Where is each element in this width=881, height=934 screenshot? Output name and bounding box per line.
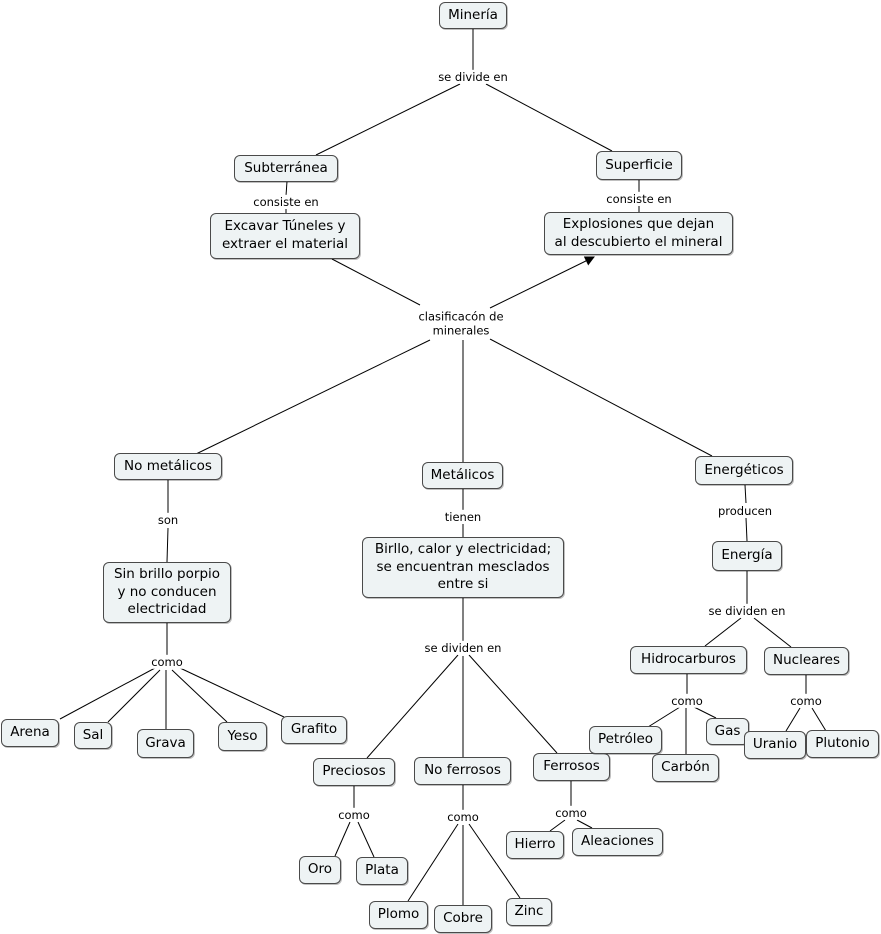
concept-energeticos[interactable]: Energéticos [695, 456, 793, 485]
link-label-como: como [669, 693, 705, 709]
link-line [407, 823, 459, 902]
concept-gas[interactable]: Gas [706, 718, 749, 745]
concept-sin-brillo[interactable]: Sin brillo porpio y no conducen electric… [103, 562, 231, 623]
link-arrow [489, 256, 595, 309]
link-line [166, 527, 169, 563]
link-line [785, 707, 801, 732]
link-label-son: son [155, 512, 181, 528]
link-line [179, 667, 285, 718]
concept-metalicos[interactable]: Metálicos [422, 462, 503, 489]
link-line [468, 823, 521, 899]
concept-arena[interactable]: Arena [1, 719, 59, 747]
link-line [744, 484, 747, 504]
link-label-como: como [149, 654, 185, 670]
link-line [485, 83, 613, 152]
link-line [366, 654, 459, 759]
link-line [549, 819, 566, 832]
link-label-se-dividen-en: se dividen en [422, 640, 504, 656]
link-label-como: como [336, 807, 372, 823]
link-line [647, 706, 681, 728]
concept-hierro[interactable]: Hierro [506, 831, 564, 859]
concept-excavar-tuneles[interactable]: Excavar Túneles y extraer el material [210, 213, 360, 259]
link-line [107, 669, 161, 723]
link-label-consiste-en: consiste en [251, 194, 321, 210]
link-line [357, 821, 375, 858]
concept-petroleo[interactable]: Petróleo [589, 726, 662, 754]
link-label-producen: producen [715, 503, 775, 519]
link-label-como: como [553, 805, 589, 821]
concept-grafito[interactable]: Grafito [281, 716, 347, 744]
concept-hidrocarburos[interactable]: Hidrocarburos [630, 646, 747, 674]
link-line [489, 338, 713, 457]
link-line [171, 669, 228, 723]
concept-plutonio[interactable]: Plutonio [806, 730, 879, 758]
concept-energia[interactable]: Energía [712, 541, 782, 571]
link-label-como: como [788, 693, 824, 709]
concept-plata[interactable]: Plata [356, 857, 408, 885]
concept-sal[interactable]: Sal [74, 722, 112, 749]
concept-uranio[interactable]: Uranio [744, 731, 806, 759]
concept-no-metalicos[interactable]: No metálicos [114, 453, 222, 480]
concept-superficie[interactable]: Superficie [596, 151, 682, 180]
link-label-clasificacion: clasificacón de minerales [416, 309, 506, 339]
link-label-como: como [445, 809, 481, 825]
link-line [195, 339, 431, 455]
concept-mineria[interactable]: Minería [439, 2, 507, 29]
link-line [811, 707, 827, 732]
link-line [576, 819, 593, 829]
concept-cobre[interactable]: Cobre [434, 905, 492, 933]
link-line [315, 83, 461, 156]
link-line [285, 180, 288, 197]
concept-grava[interactable]: Grava [137, 729, 194, 758]
link-label-consiste-en: consiste en [604, 191, 674, 207]
link-label-tienen: tienen [442, 509, 484, 525]
link-line [334, 821, 351, 857]
concept-aleaciones[interactable]: Aleaciones [572, 828, 663, 856]
concept-nucleares[interactable]: Nucleares [764, 647, 849, 675]
concept-birllo-calor[interactable]: Birllo, calor y electricidad; se encuent… [362, 537, 564, 598]
concept-preciosos[interactable]: Preciosos [313, 758, 395, 786]
link-label-se-dividen-en: se dividen en [706, 603, 788, 619]
concept-zinc[interactable]: Zinc [506, 898, 552, 926]
link-line [468, 654, 558, 754]
concept-ferrosos[interactable]: Ferrosos [533, 753, 610, 781]
concept-plomo[interactable]: Plomo [369, 901, 428, 929]
link-line [693, 706, 717, 719]
link-line [745, 517, 748, 542]
concept-carbon[interactable]: Carbón [652, 754, 719, 782]
concept-explosiones[interactable]: Explosiones que dejan al descubierto el … [544, 212, 733, 255]
link-line [59, 667, 156, 720]
link-line [753, 617, 792, 648]
concept-subterranea[interactable]: Subterránea [234, 155, 338, 182]
concept-yeso[interactable]: Yeso [218, 722, 267, 751]
link-line [704, 617, 742, 647]
concept-no-ferrosos[interactable]: No ferrosos [414, 757, 511, 785]
link-label-se-divide-en: se divide en [436, 69, 510, 85]
link-line [331, 258, 421, 306]
concept-oro[interactable]: Oro [299, 856, 341, 884]
